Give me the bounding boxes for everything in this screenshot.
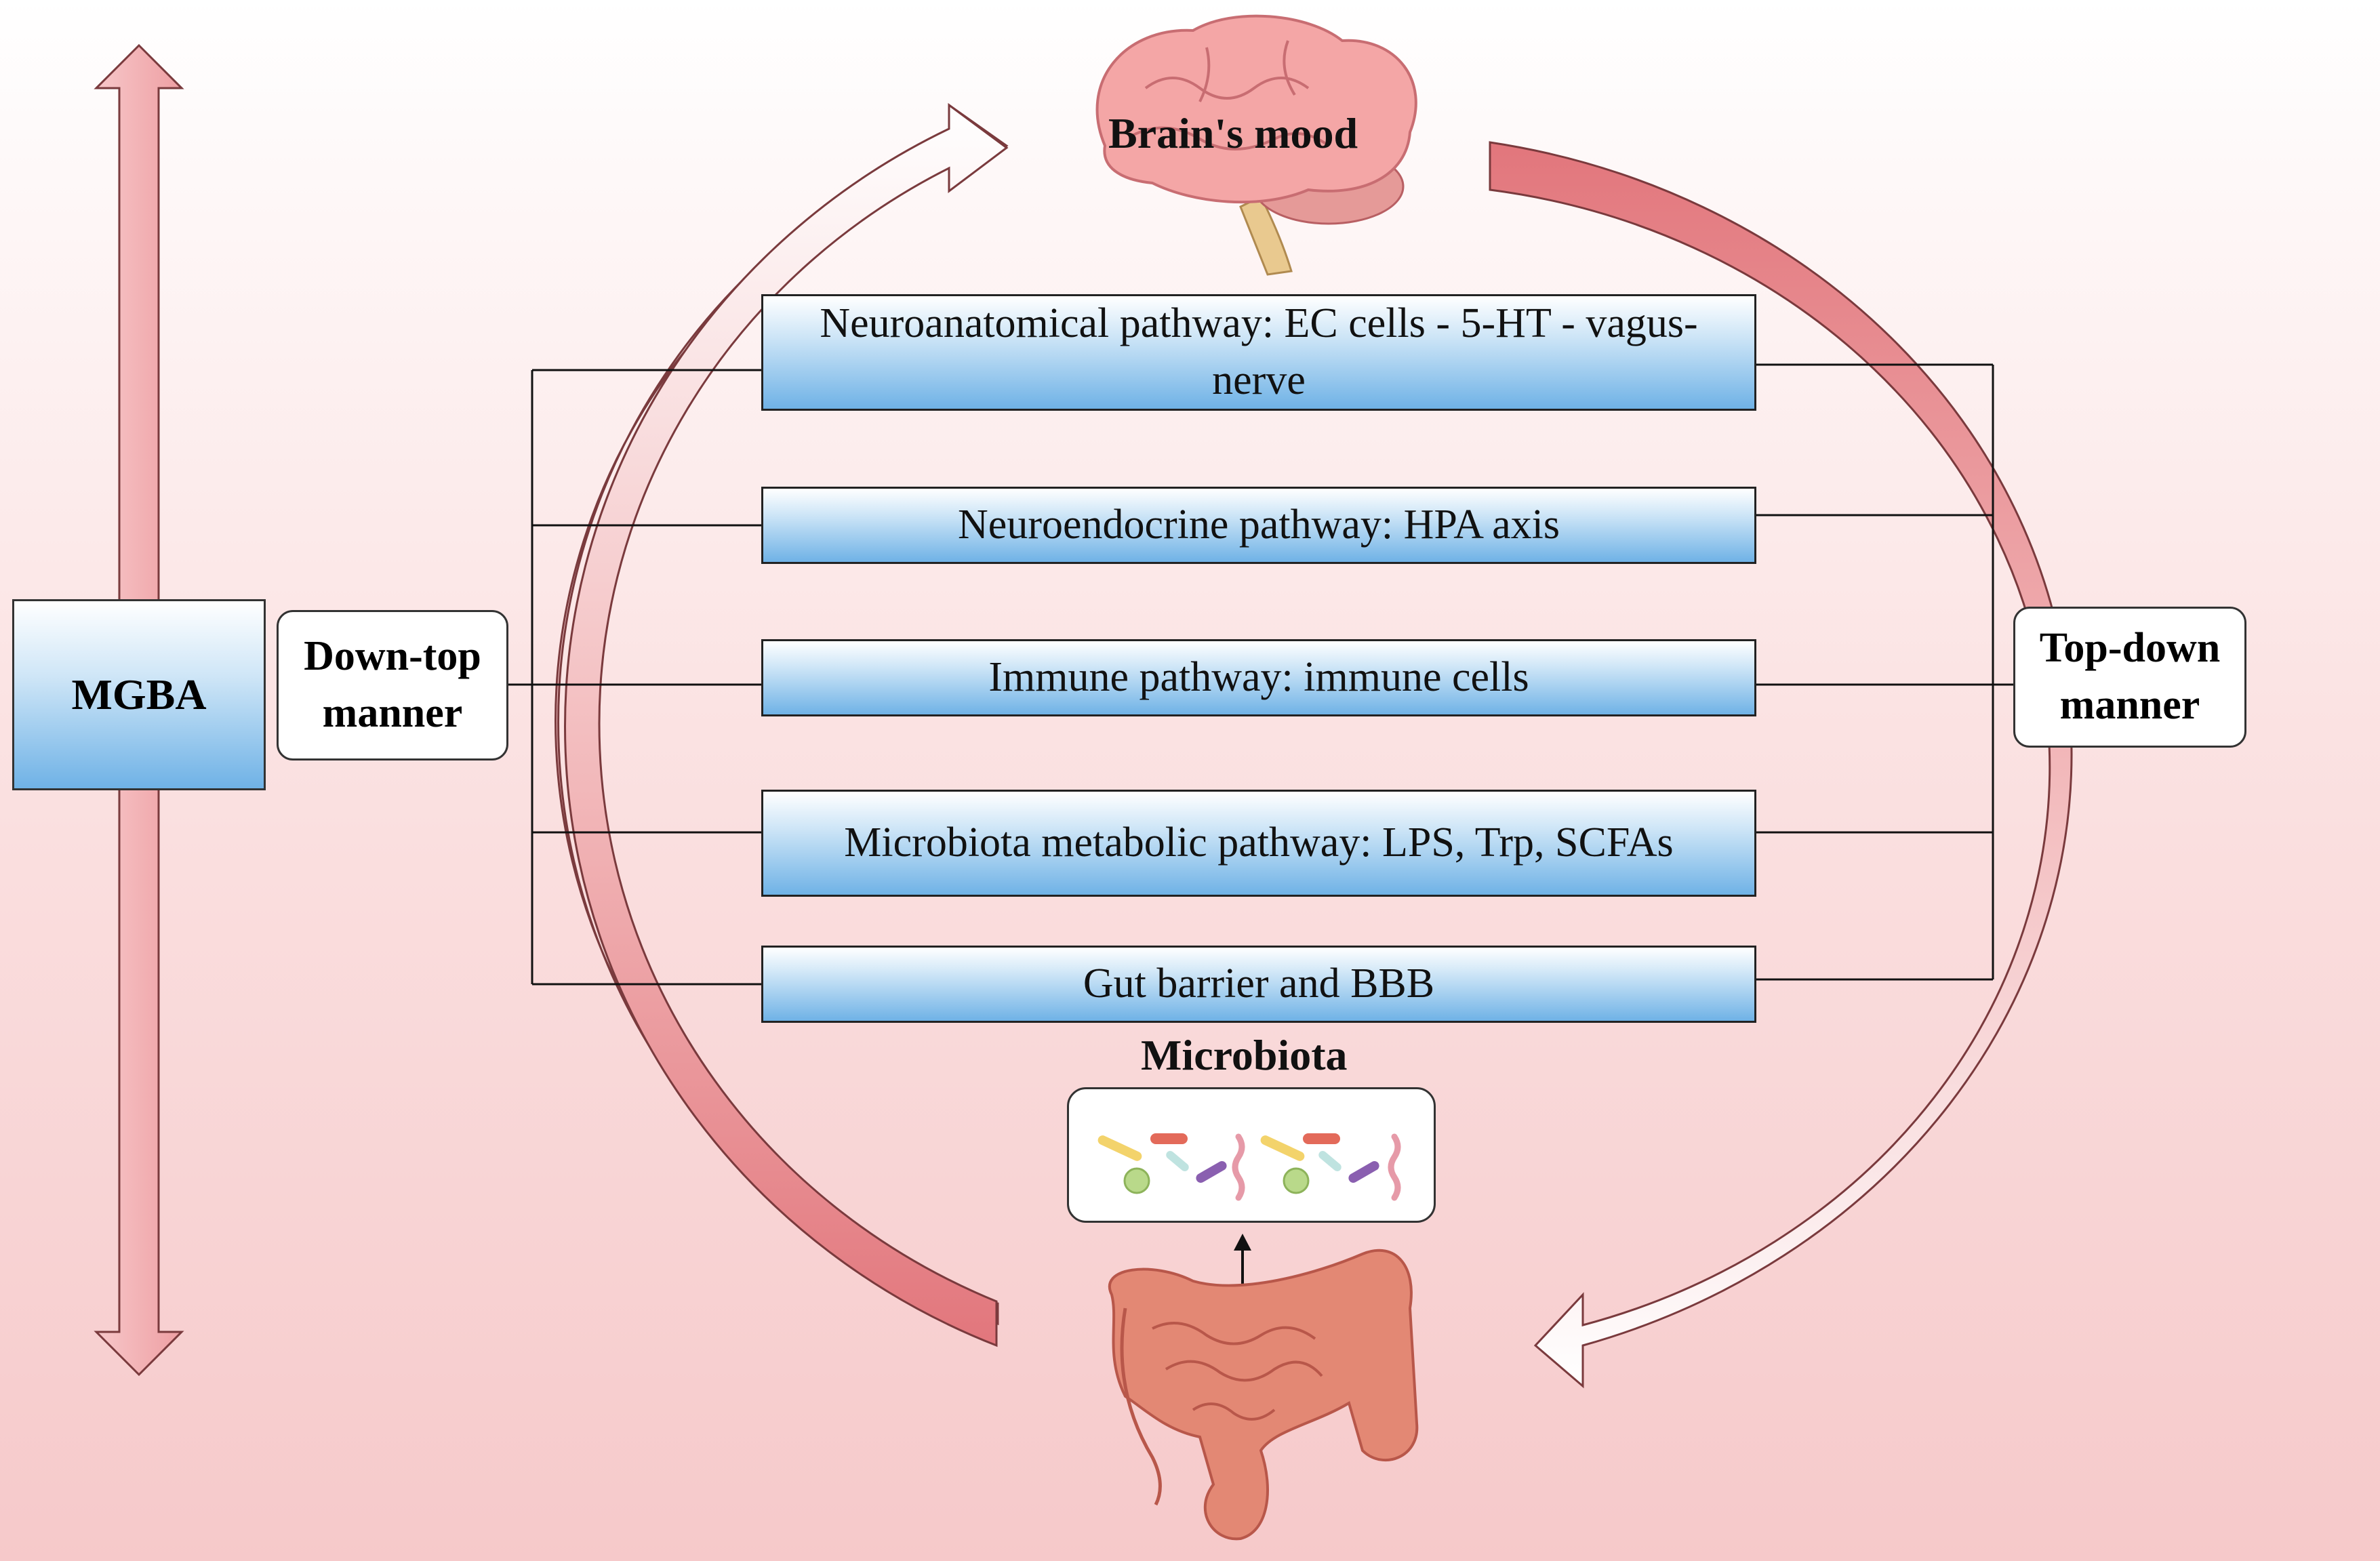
pathway-immune: Immune pathway: immune cells	[761, 639, 1756, 716]
left-connectors	[508, 369, 761, 986]
gut-image	[1108, 1249, 1419, 1541]
brain-image	[1095, 14, 1417, 276]
down-top-label: Down-top manner	[304, 633, 481, 736]
pathway-microbiota-metabolic: Microbiota metabolic pathway: LPS, Trp, …	[761, 790, 1756, 897]
top-down-arc-band	[1489, 141, 2073, 1389]
top-down-box: Top-down manner	[2013, 607, 2246, 748]
mgba-box: MGBA	[12, 599, 266, 790]
down-top-arc-band	[564, 103, 1009, 1347]
right-connectors	[1756, 363, 2013, 981]
pathway-gut-barrier: Gut barrier and BBB	[761, 946, 1756, 1023]
microbiota-label: Microbiota	[1141, 1031, 1348, 1079]
pathway-neuroendocrine: Neuroendocrine pathway: HPA axis	[761, 487, 1756, 564]
brain-label: Brain's mood	[1108, 109, 1358, 157]
bacteria-group-1	[1097, 1133, 1245, 1201]
microbiota-box	[1067, 1087, 1436, 1223]
bacteria-icons	[1097, 1133, 1401, 1201]
gut-to-microbiota-arrow	[1234, 1234, 1251, 1288]
bacteria-group-2	[1260, 1133, 1401, 1201]
down-top-box: Down-top manner	[277, 610, 508, 761]
pathway-neuroanatomical: Neuroanatomical pathway: EC cells - 5-HT…	[761, 294, 1756, 411]
mgba-label: MGBA	[71, 670, 207, 718]
top-down-label: Top-down manner	[2039, 625, 2221, 728]
